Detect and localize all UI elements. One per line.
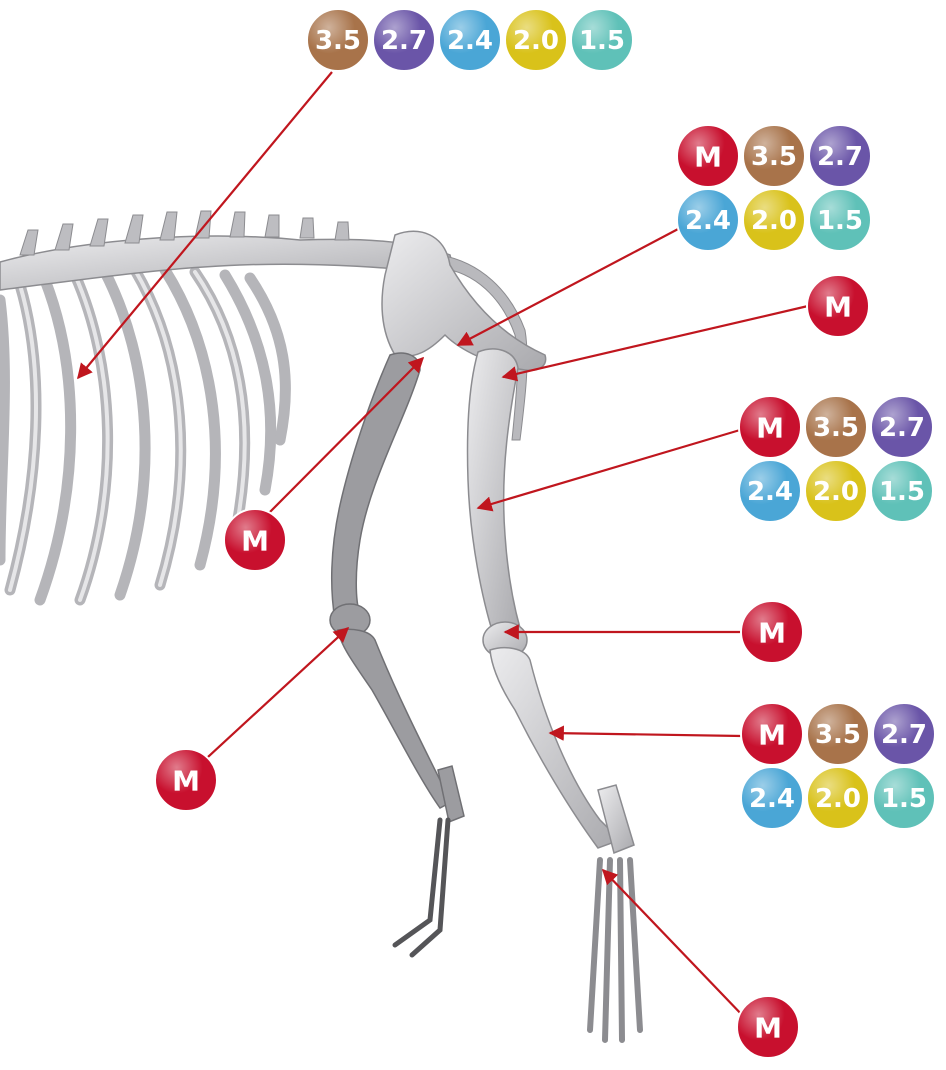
pelvis xyxy=(382,231,546,370)
badge-size-2-0: 2.0 xyxy=(805,460,867,522)
badge-label: M xyxy=(241,525,269,558)
badge-size-3-5: 3.5 xyxy=(307,9,369,71)
badge-size-3-5: 3.5 xyxy=(805,396,867,458)
badge-label: 2.0 xyxy=(513,26,559,56)
tibia xyxy=(490,648,620,848)
badge-label: 2.7 xyxy=(881,720,927,750)
hind-paw xyxy=(590,860,640,1040)
badge-m: M xyxy=(741,601,803,663)
badge-label: 2.4 xyxy=(749,784,795,814)
badge-group-carpus: M xyxy=(155,749,217,811)
badge-group-femur: M 3.5 2.7 2.4 2.0 1.5 xyxy=(739,396,933,522)
badge-label: M xyxy=(758,617,786,650)
badge-label: 1.5 xyxy=(879,477,925,507)
badge-label: 2.4 xyxy=(685,206,731,236)
badge-label: 2.7 xyxy=(879,413,925,443)
badge-label: 2.4 xyxy=(747,477,793,507)
badge-size-3-5: 3.5 xyxy=(807,703,869,765)
badge-size-2-4: 2.4 xyxy=(739,460,801,522)
badge-size-2-0: 2.0 xyxy=(807,767,869,829)
badge-label: M xyxy=(172,765,200,798)
arrow-femur xyxy=(478,430,740,508)
badge-label: 2.0 xyxy=(813,477,859,507)
badge-group-elbow: M xyxy=(224,509,286,571)
badge-size-3-5: 3.5 xyxy=(743,125,805,187)
badge-m: M xyxy=(741,703,803,765)
badge-label: 2.0 xyxy=(815,784,861,814)
badge-label: M xyxy=(756,412,784,445)
arrow-tibia xyxy=(550,733,742,736)
badge-size-2-7: 2.7 xyxy=(873,703,935,765)
badge-label: 1.5 xyxy=(817,206,863,236)
badge-label: 3.5 xyxy=(751,142,797,172)
badge-m: M xyxy=(155,749,217,811)
badge-group-tibia: M 3.5 2.7 2.4 2.0 1.5 xyxy=(741,703,935,829)
badge-label: 2.0 xyxy=(751,206,797,236)
badge-group-ribs: 3.5 2.7 2.4 2.0 1.5 xyxy=(307,9,633,71)
dog-skeleton-illustration xyxy=(0,211,640,1040)
badge-m: M xyxy=(807,275,869,337)
badge-size-2-4: 2.4 xyxy=(741,767,803,829)
badge-size-2-4: 2.4 xyxy=(677,189,739,251)
badge-group-hip: M xyxy=(807,275,869,337)
badge-group-pelvis: M 3.5 2.7 2.4 2.0 1.5 xyxy=(677,125,871,251)
arrow-carpus xyxy=(196,628,348,768)
badge-m: M xyxy=(677,125,739,187)
badge-label: 2.7 xyxy=(381,26,427,56)
badge-size-1-5: 1.5 xyxy=(871,460,933,522)
badge-size-2-0: 2.0 xyxy=(743,189,805,251)
badge-label: 1.5 xyxy=(881,784,927,814)
badge-label: M xyxy=(754,1012,782,1045)
badge-m: M xyxy=(224,509,286,571)
badge-size-2-7: 2.7 xyxy=(373,9,435,71)
badge-label: 1.5 xyxy=(579,26,625,56)
badge-label: 3.5 xyxy=(815,720,861,750)
badge-size-1-5: 1.5 xyxy=(571,9,633,71)
badge-group-hock: M xyxy=(737,996,799,1058)
badge-label: M xyxy=(758,719,786,752)
badge-size-2-4: 2.4 xyxy=(439,9,501,71)
badge-size-2-7: 2.7 xyxy=(809,125,871,187)
badge-label: 3.5 xyxy=(315,26,361,56)
badge-size-2-0: 2.0 xyxy=(505,9,567,71)
badge-size-1-5: 1.5 xyxy=(809,189,871,251)
badge-label: 3.5 xyxy=(813,413,859,443)
arrow-ribs xyxy=(78,72,332,378)
near-hind-leg xyxy=(467,349,640,1040)
arrow-hip xyxy=(503,306,808,377)
badge-group-stifle: M xyxy=(741,601,803,663)
badge-label: 2.4 xyxy=(447,26,493,56)
badge-m: M xyxy=(737,996,799,1058)
badge-label: M xyxy=(694,141,722,174)
badge-label: 2.7 xyxy=(817,142,863,172)
badge-label: M xyxy=(824,291,852,324)
femur xyxy=(467,349,520,640)
badge-m: M xyxy=(739,396,801,458)
badge-size-1-5: 1.5 xyxy=(873,767,935,829)
badge-size-2-7: 2.7 xyxy=(871,396,933,458)
far-hind-leg xyxy=(330,353,464,955)
